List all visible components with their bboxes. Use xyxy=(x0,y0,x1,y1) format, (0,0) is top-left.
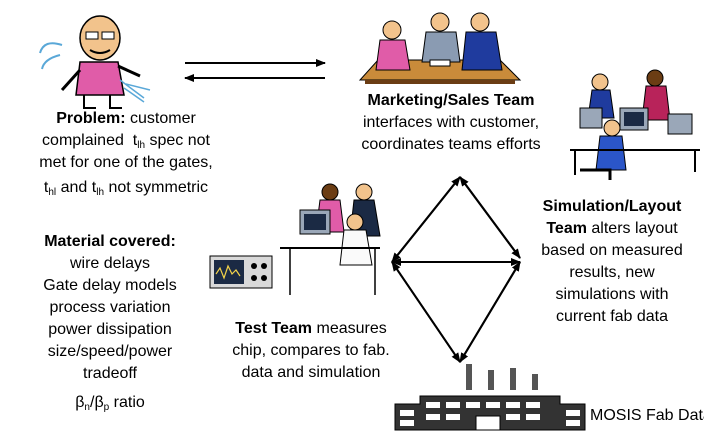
test-line3: data and simulation xyxy=(241,364,381,381)
arrow-fab-to-sim xyxy=(459,261,521,363)
material-title: Material covered: xyxy=(44,233,176,250)
material-item: tradeoff xyxy=(83,365,137,382)
simulation-team-word: Team xyxy=(546,220,587,237)
fab-factory-clipart xyxy=(394,364,586,431)
material-item: Gate delay models xyxy=(43,277,177,294)
beta-ratio: βn/βp ratio xyxy=(75,394,145,413)
material-item: wire delays xyxy=(69,255,151,272)
problem-line1: Problem: customer xyxy=(16,109,236,129)
not-symmetric: not symmetric xyxy=(108,179,209,196)
problem-spec-not: spec not xyxy=(149,132,210,149)
marketing-title: Marketing/Sales Team xyxy=(367,92,535,109)
beta-symbol: β xyxy=(94,394,104,411)
marketing-team-clipart xyxy=(358,12,522,84)
marketing-line2: interfaces with customer, xyxy=(362,114,540,131)
t-symbol: t xyxy=(91,179,97,196)
arrow-fab-to-test xyxy=(391,261,461,363)
ratio-word: ratio xyxy=(113,394,145,411)
problem-line2: complained tlh spec not xyxy=(16,131,236,151)
problem-title: Problem: xyxy=(56,110,126,127)
material-item: size/speed/power xyxy=(47,343,173,360)
p-subscript: p xyxy=(103,402,110,413)
n-subscript: n xyxy=(84,402,90,413)
test-line1: Test Team measures xyxy=(196,319,426,339)
problem-line4: thl and tlh not symmetric xyxy=(16,178,236,198)
t-symbol: t xyxy=(43,179,49,196)
hl-subscript: hl xyxy=(48,187,57,198)
simulation-line4: results, new xyxy=(569,264,655,281)
test-team-clipart xyxy=(209,183,381,295)
beta-symbol: β xyxy=(75,394,85,411)
simulation-team-clipart xyxy=(570,69,700,180)
simulation-line3: based on measured xyxy=(541,242,683,259)
test-measures: measures xyxy=(316,320,387,337)
problem-line3: met for one of the gates, xyxy=(39,154,213,171)
simulation-line5: simulations with xyxy=(555,286,669,303)
simulation-line6: current fab data xyxy=(555,308,669,325)
material-item: power dissipation xyxy=(48,321,172,338)
fab-label: MOSIS Fab Data xyxy=(590,407,704,424)
problem-line1-rest: customer xyxy=(130,110,196,127)
simulation-title: Simulation/Layout xyxy=(542,198,682,215)
test-line2: chip, compares to fab. xyxy=(232,342,390,359)
arrow-marketing-to-test xyxy=(391,176,461,263)
t-symbol: t xyxy=(132,132,138,149)
marketing-line3: coordinates teams efforts xyxy=(361,136,541,153)
simulation-line2: Team alters layout xyxy=(520,219,704,239)
lh-subscript: lh xyxy=(137,140,146,151)
test-title: Test Team xyxy=(235,320,313,337)
lh-subscript: lh xyxy=(96,187,105,198)
arrow-sim-to-marketing xyxy=(459,176,521,259)
customer-clipart xyxy=(39,15,151,109)
material-item: process variation xyxy=(49,299,171,316)
simulation-alters: alters layout xyxy=(591,220,678,237)
problem-complained: complained xyxy=(42,132,124,149)
and-word: and xyxy=(60,179,88,196)
